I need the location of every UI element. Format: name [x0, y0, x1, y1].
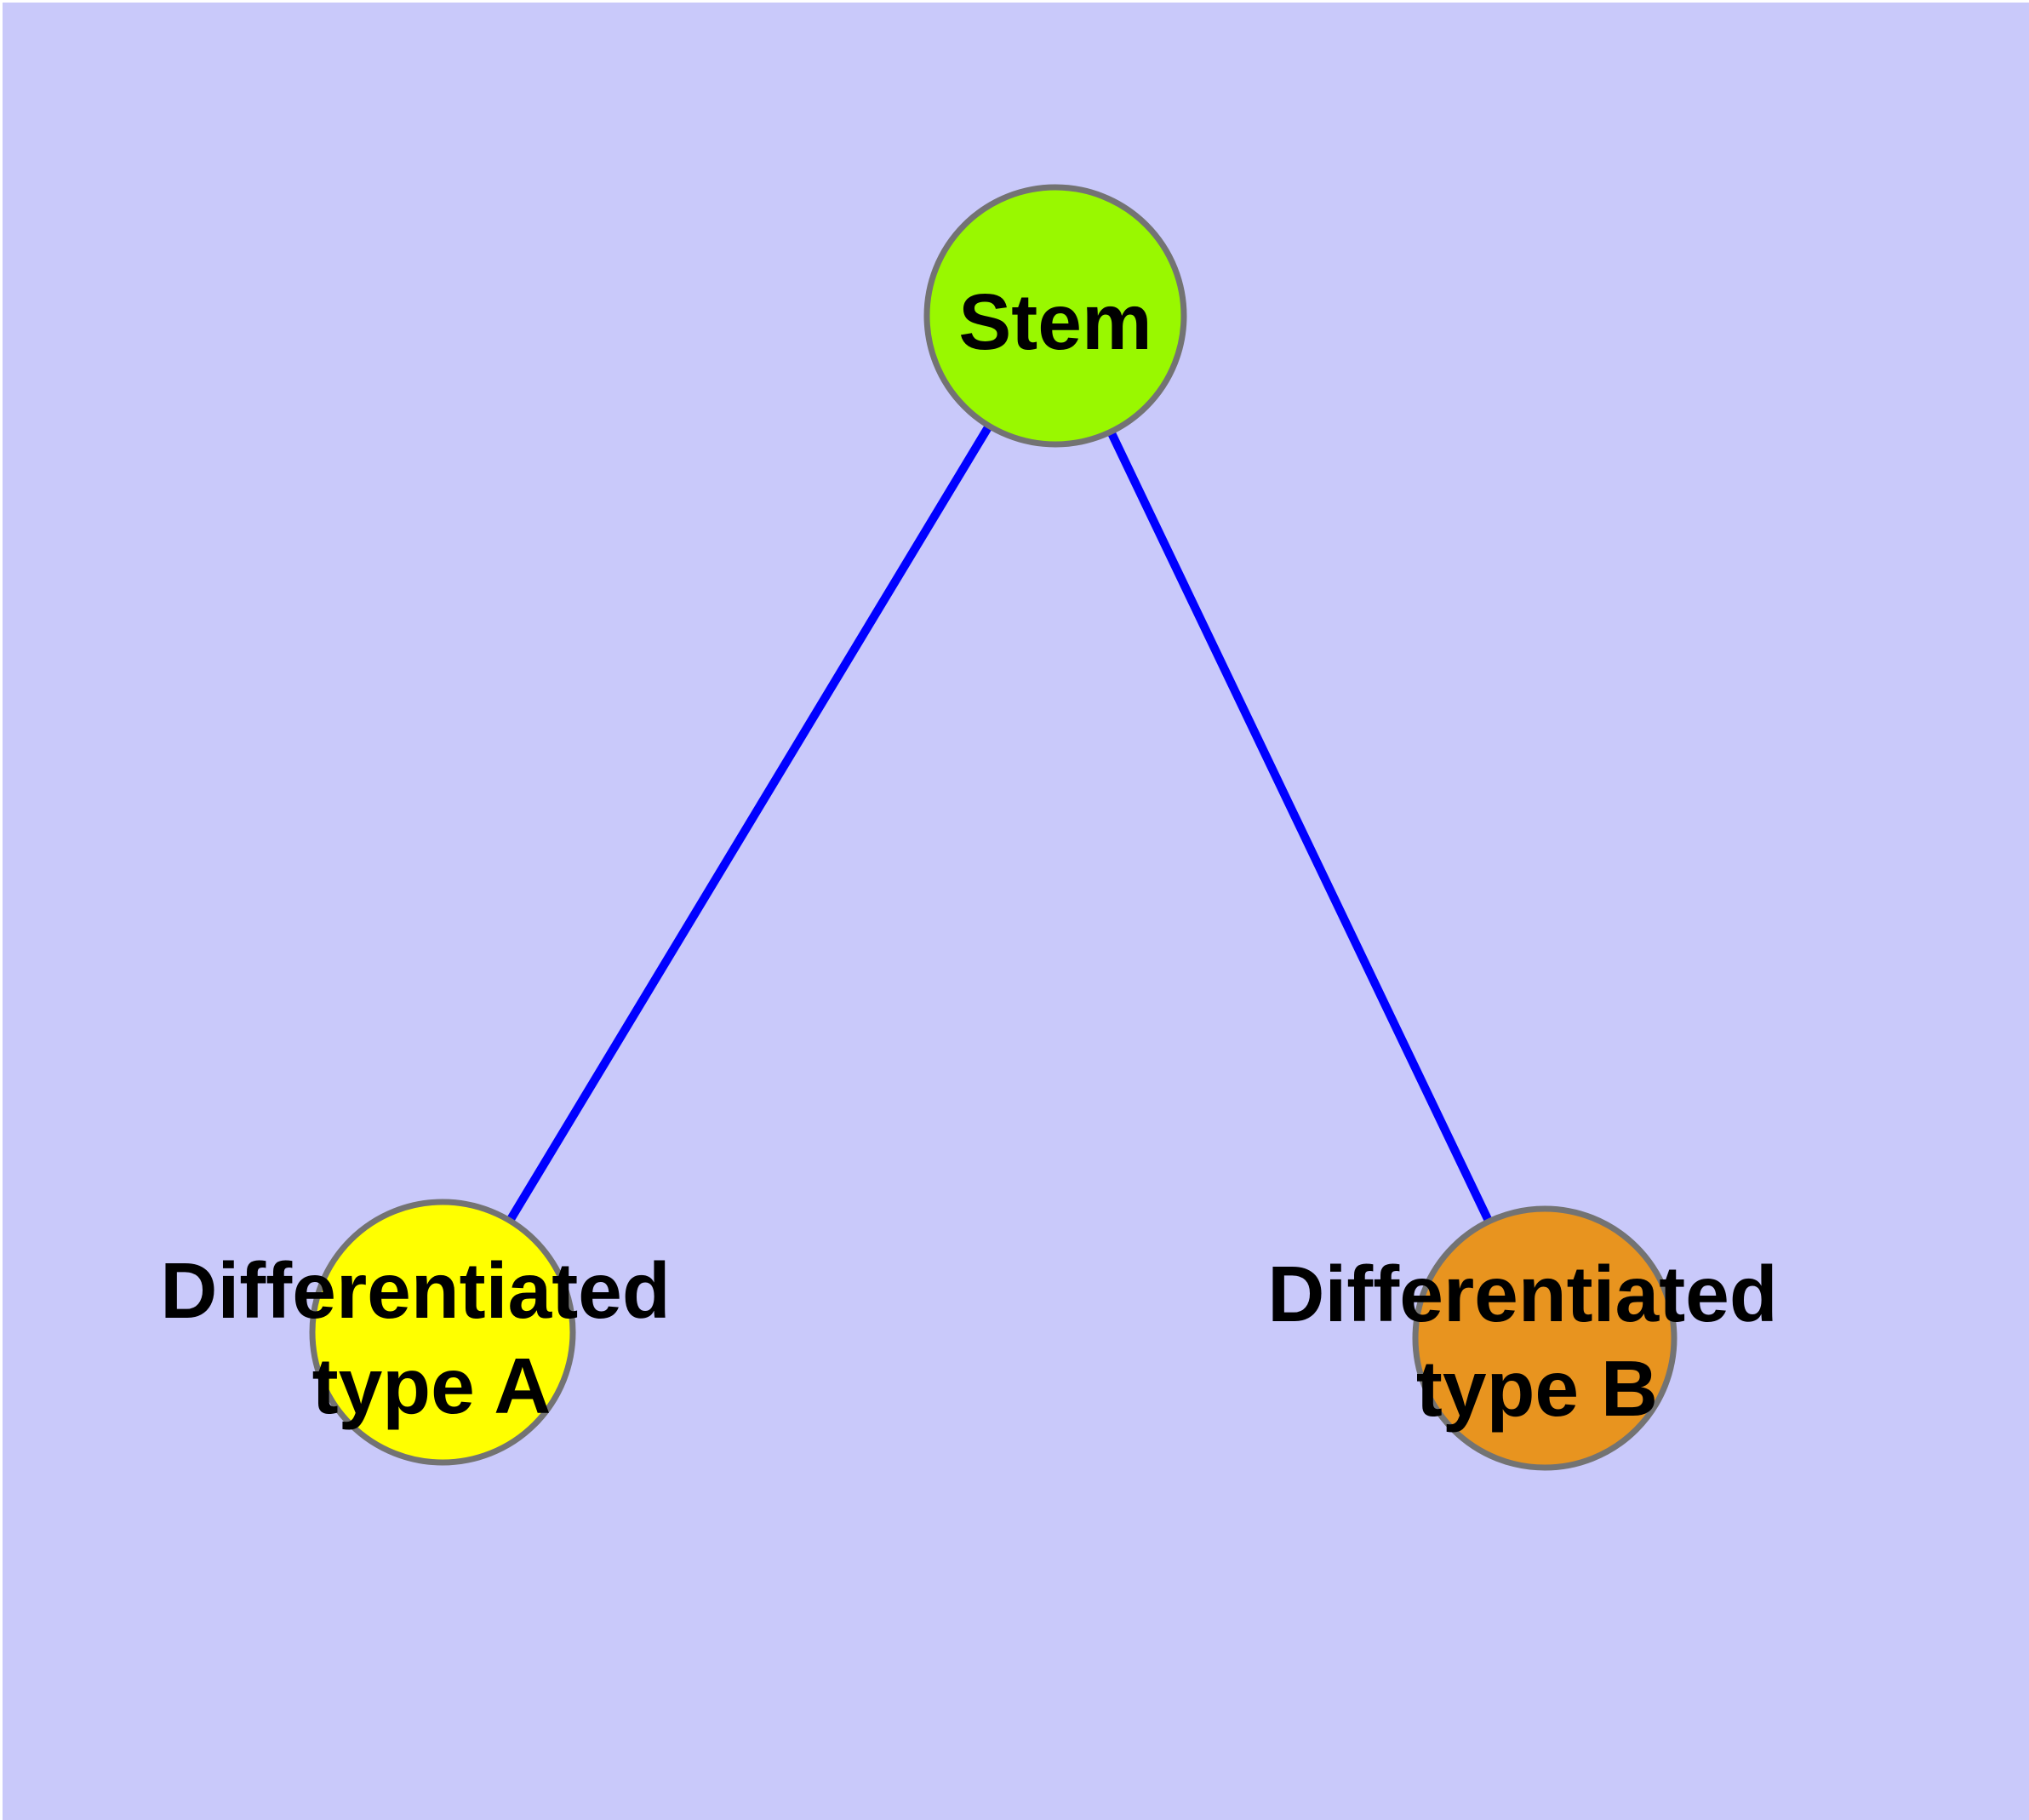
edge-stem-to-type-a	[438, 313, 1060, 1335]
type-a-node-label-line1: Differentiated	[160, 1246, 670, 1335]
type-b-node-circle[interactable]	[1412, 1205, 1677, 1471]
type-b-node-label-line2: type B	[1416, 1344, 1658, 1433]
type-a-node-circle[interactable]	[309, 1199, 576, 1466]
stem-node-circle[interactable]	[923, 184, 1187, 448]
node-differentiated-type-a[interactable]: Differentiated type A	[160, 1199, 671, 1466]
stem-node-label: Stem	[958, 278, 1152, 366]
edges	[438, 313, 1549, 1341]
type-b-node-label-line1: Differentiated	[1267, 1250, 1777, 1338]
type-a-node-label-line2: type A	[312, 1342, 552, 1430]
node-stem[interactable]: Stem	[923, 184, 1187, 448]
edge-stem-to-type-b	[1051, 313, 1549, 1341]
node-differentiated-type-b[interactable]: Differentiated type B	[1267, 1205, 1778, 1471]
